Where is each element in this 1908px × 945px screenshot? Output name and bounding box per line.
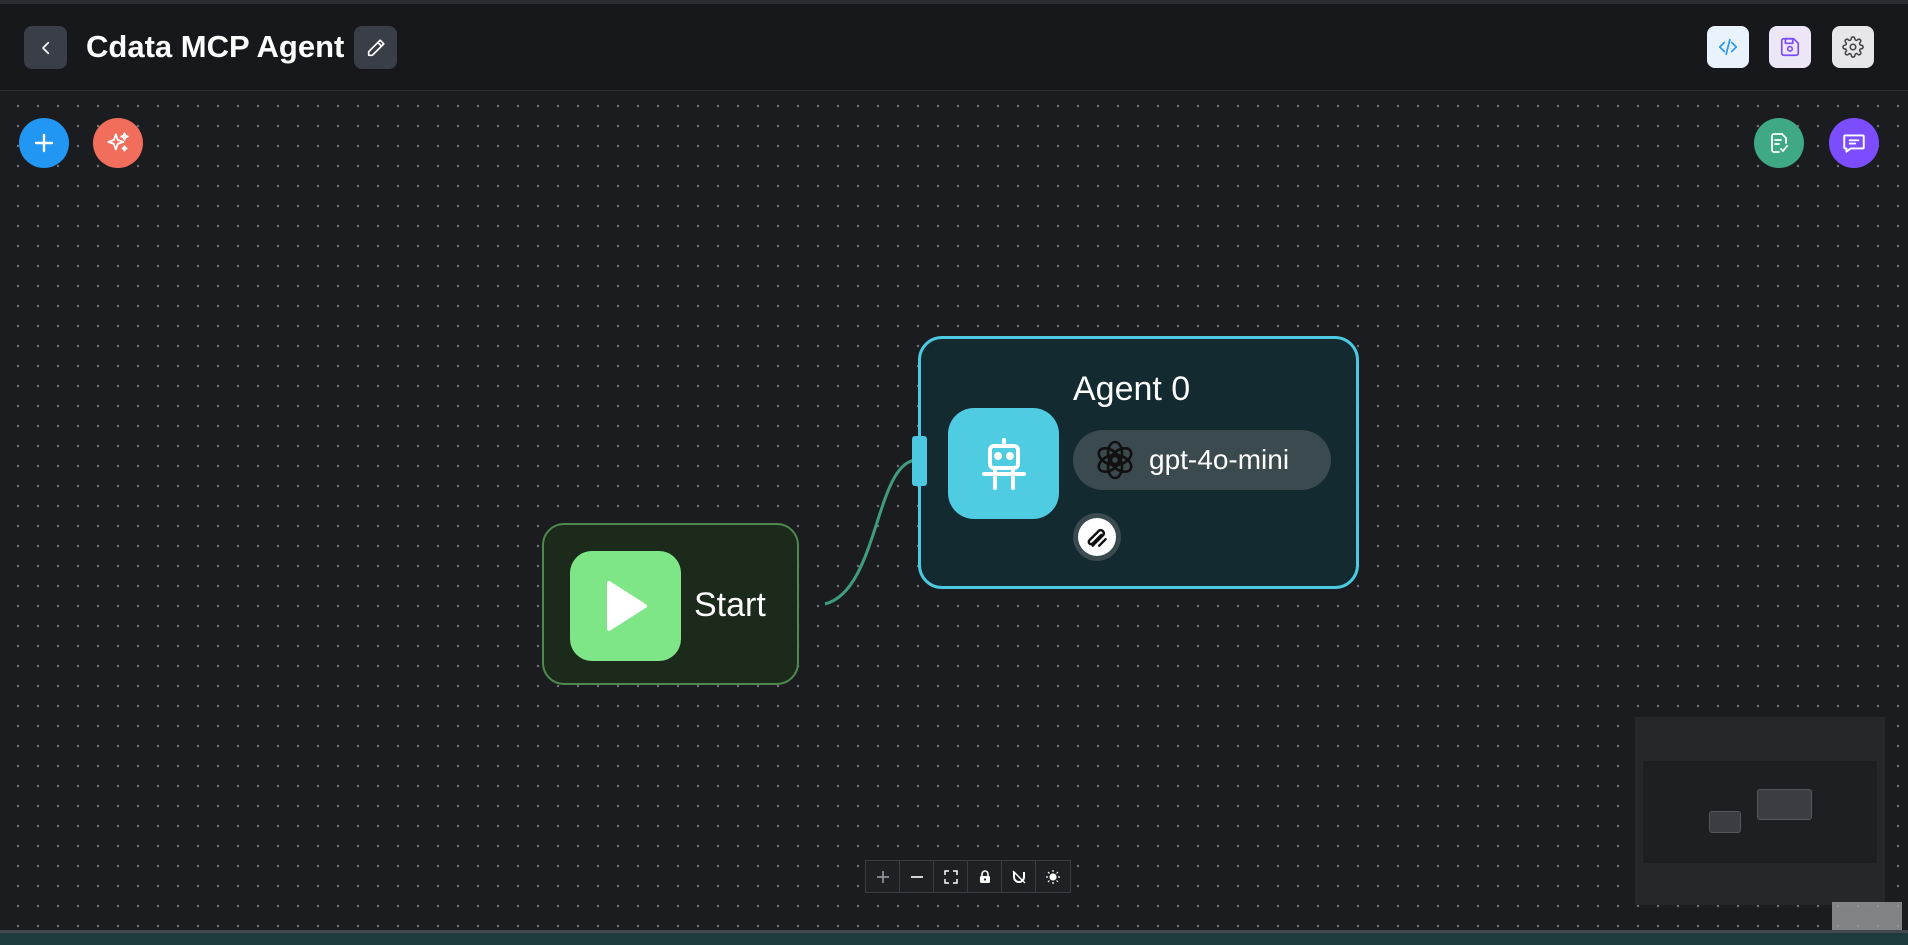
fit-view-button[interactable] [934,861,968,892]
pencil-icon [367,38,385,56]
settings-button[interactable] [1832,26,1874,68]
taskbar-edge [0,930,1908,945]
clipboard-check-icon [1771,133,1788,153]
plus-icon [34,133,54,153]
chevron-left-icon [41,41,49,54]
robot-icon [981,437,1026,490]
canvas-controls [865,860,1071,893]
snap-button[interactable] [1002,861,1036,892]
start-node-label: Start [694,586,766,624]
add-node-button[interactable] [19,118,69,168]
generate-agent-button[interactable] [93,118,143,168]
save-button[interactable] [1769,26,1811,68]
view-code-button[interactable] [1707,26,1749,68]
paperclip-tool-icon [1087,529,1107,547]
top-bar: Cdata MCP Agent [0,0,1908,91]
magnet-icon [1012,870,1025,883]
play-icon [606,581,647,631]
sparkles-icon [107,132,129,152]
fullscreen-icon [943,869,958,884]
tool-badge-inner [1078,518,1116,556]
agent-input-handle[interactable] [912,436,927,486]
agent-node-title: Agent 0 [1073,370,1191,408]
code-icon [1718,38,1738,56]
lock-button[interactable] [968,861,1002,892]
model-name: gpt-4o-mini [1149,444,1290,475]
theme-button[interactable] [1036,861,1070,892]
zoom-in-button[interactable] [866,861,900,892]
edit-title-button[interactable] [354,26,397,69]
start-node-icon-tile [570,551,681,661]
zoom-out-button[interactable] [900,861,934,892]
plus-icon [876,870,889,883]
agent-node[interactable]: Agent 0 gpt-4o-mini [918,336,1359,589]
start-node[interactable]: Start [542,523,799,685]
minimap-start-node [1709,811,1741,833]
model-badge[interactable]: gpt-4o-mini [1073,430,1331,490]
window-edge [0,0,1908,4]
floppy-disk-icon [1780,37,1800,57]
gear-icon [1842,36,1864,58]
back-button[interactable] [24,26,67,69]
page-title: Cdata MCP Agent [86,29,345,64]
agent-node-icon-tile [948,408,1059,519]
chat-bubble-icon [1843,134,1865,153]
openai-icon [1093,438,1137,482]
lock-icon [979,869,990,883]
minimap[interactable] [1635,717,1885,905]
validate-flow-button[interactable] [1754,118,1804,168]
sun-icon [1046,869,1060,884]
tool-badge[interactable] [1073,513,1121,561]
minimap-agent-node [1757,789,1812,820]
attribution-badge [1832,902,1902,930]
minus-icon [910,875,923,878]
chat-button[interactable] [1829,118,1879,168]
